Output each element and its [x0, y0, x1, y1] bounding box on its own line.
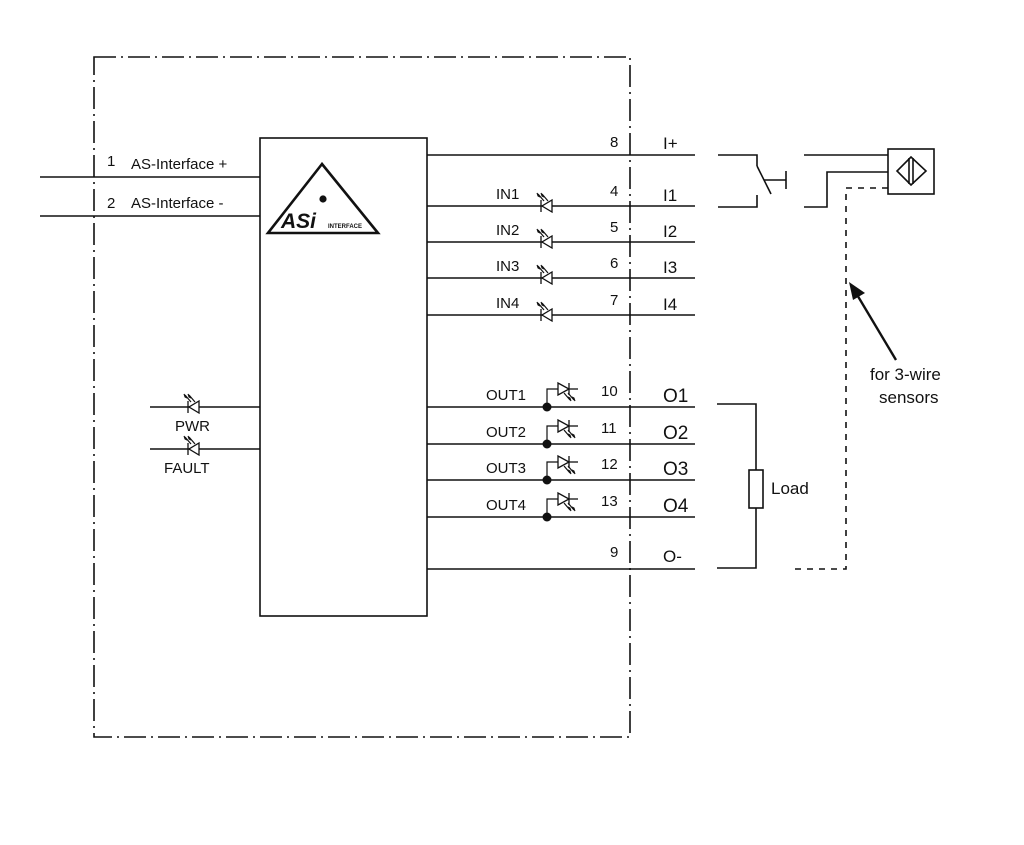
output-signal: O1: [663, 386, 688, 407]
input-name: IN3: [496, 258, 519, 275]
output-led-icon: [557, 381, 578, 402]
input-name: IN2: [496, 222, 519, 239]
input-channel-3: IN3 6 I3: [427, 255, 695, 286]
asi-minus-terminal: 2: [107, 195, 115, 212]
output-channel-2: OUT2 11 O2: [427, 418, 695, 449]
input-channel-4: IN4 7 I4: [427, 292, 695, 323]
note-line-2: sensors: [879, 388, 939, 407]
output-terminal: 12: [601, 456, 618, 473]
input-signal: I2: [663, 222, 677, 241]
fault-led-icon: [183, 435, 200, 457]
output-name: OUT3: [486, 460, 526, 477]
output-channel-1: OUT1 10 O1: [427, 381, 695, 412]
output-led-icon: [557, 418, 578, 439]
output-name: OUT2: [486, 424, 526, 441]
input-terminal: 6: [610, 255, 618, 272]
fault-label: FAULT: [164, 460, 210, 477]
output-terminal: 11: [601, 420, 617, 437]
sensor-box: [887, 148, 935, 195]
input-led-icon: [536, 264, 553, 286]
input-channel-1: IN1 4 I1: [427, 183, 695, 214]
output-led-icon: [557, 491, 578, 512]
input-signal: I1: [663, 186, 677, 205]
note-arrow: [854, 292, 898, 361]
logo-main-text: ASi: [280, 210, 317, 233]
input-terminal: 5: [610, 219, 618, 236]
module-block: [259, 137, 428, 617]
input-signal: I3: [663, 258, 677, 277]
pwr-label: PWR: [175, 418, 210, 435]
housing-boundary: [93, 56, 631, 738]
input-name: IN1: [496, 186, 519, 203]
input-channel-2: IN2 5 I2: [427, 219, 695, 250]
asi-plus-label: AS-Interface +: [131, 156, 228, 173]
common-signal: O-: [663, 547, 682, 566]
proximity-sensor: [804, 148, 935, 208]
supply-terminal: 8: [610, 134, 618, 151]
output-name: OUT4: [486, 497, 526, 514]
pwr-led-icon: [183, 393, 200, 415]
output-channel-3: OUT3 12 O3: [427, 454, 695, 485]
output-channel-4: OUT4 13 O4: [427, 491, 695, 522]
input-led-icon: [536, 301, 553, 323]
load-label: Load: [771, 479, 809, 498]
input-led-icon: [536, 228, 553, 250]
input-signal: I4: [663, 295, 677, 314]
load-wire: [717, 403, 757, 470]
input-name: IN4: [496, 295, 519, 312]
logo-sub-text: INTERFACE: [328, 224, 362, 230]
third-wire-dashed: [790, 187, 888, 570]
input-led-icon: [536, 192, 553, 214]
output-signal: O4: [663, 496, 689, 517]
output-signal: O2: [663, 423, 688, 444]
output-terminal: 13: [601, 493, 618, 510]
output-name: OUT1: [486, 387, 526, 404]
switch-contact: [718, 154, 787, 208]
asi-plus-terminal: 1: [107, 153, 115, 170]
asi-logo: ASi INTERFACE: [265, 161, 381, 235]
output-terminal: 10: [601, 383, 618, 400]
logo-dot: [319, 195, 327, 203]
sensor-symbol-icon: [895, 155, 928, 187]
asi-minus-label: AS-Interface -: [131, 195, 224, 212]
input-terminal: 4: [610, 183, 618, 200]
common-terminal: 9: [610, 544, 618, 561]
output-led-icon: [557, 454, 578, 475]
output-signal: O3: [663, 459, 688, 480]
supply-signal: I+: [663, 134, 678, 153]
note-line-1: for 3-wire: [870, 365, 941, 384]
note-arrowhead: [849, 282, 865, 300]
input-terminal: 7: [610, 292, 618, 309]
load-resistor: [748, 469, 764, 509]
